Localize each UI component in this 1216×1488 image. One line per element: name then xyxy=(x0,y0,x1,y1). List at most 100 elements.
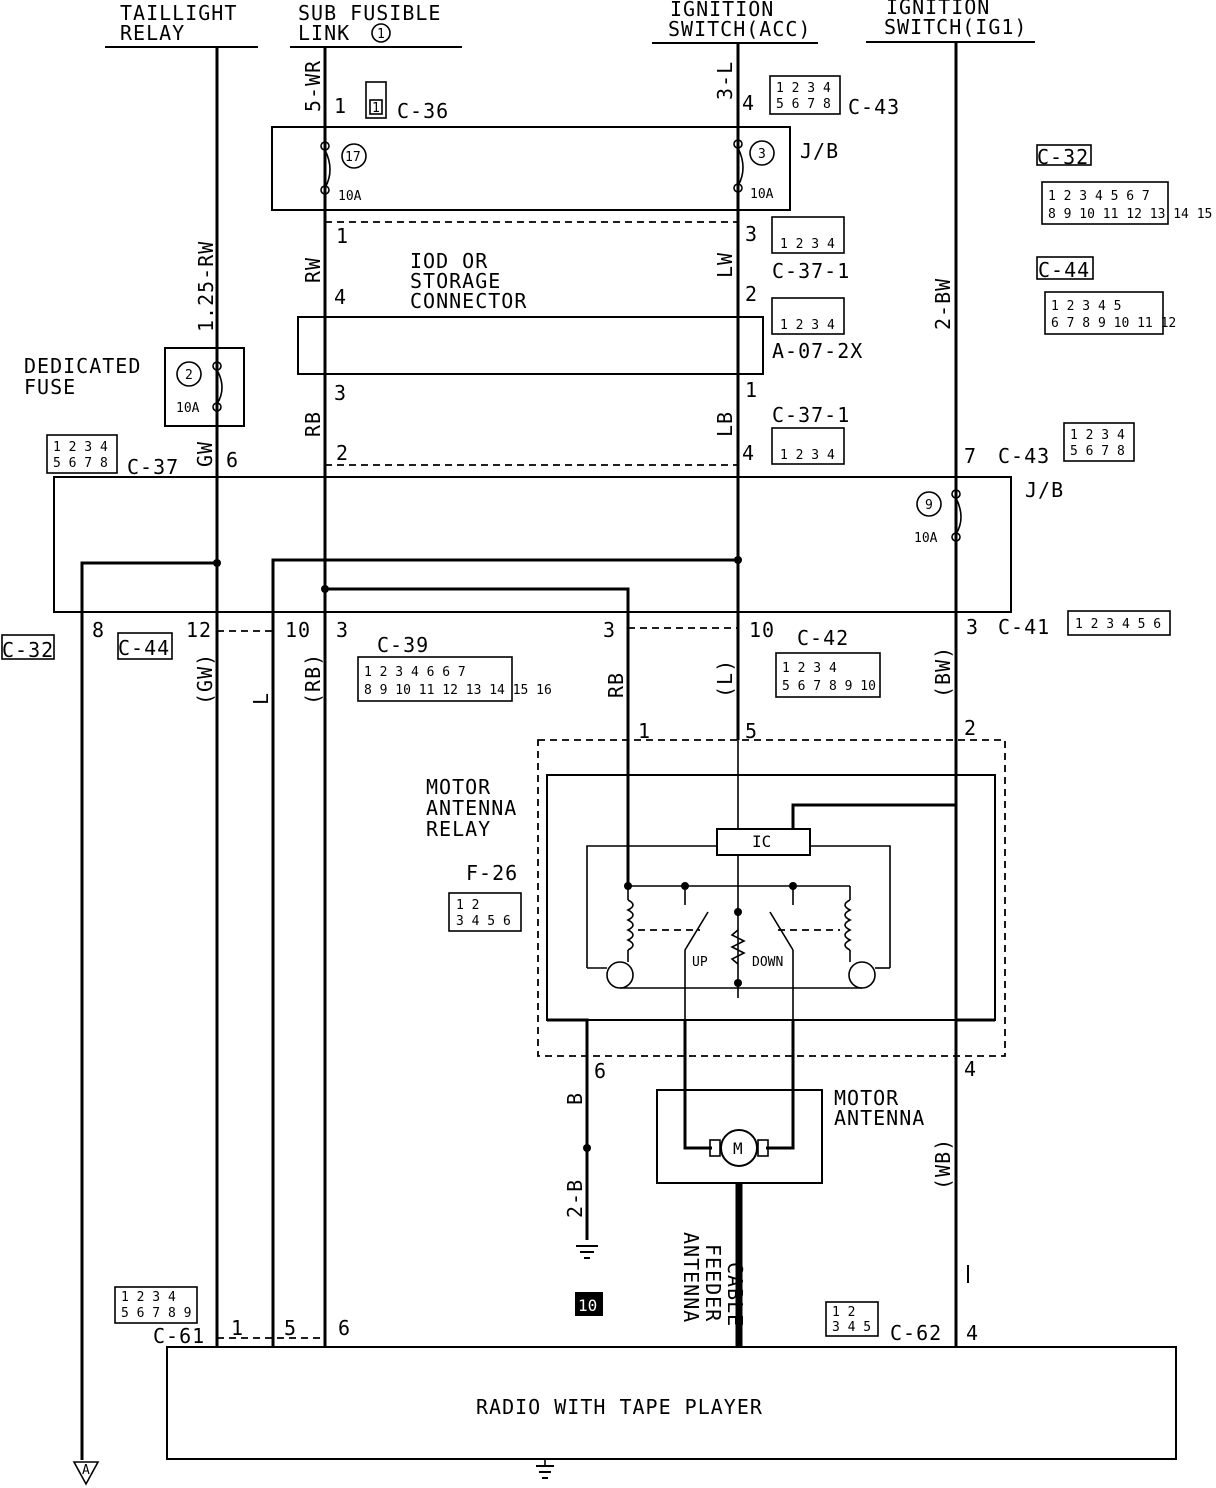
connector-f26: F-26 1 2 3 4 5 6 xyxy=(448,861,522,932)
svg-text:C-62: C-62 xyxy=(890,1321,942,1345)
svg-text:ANTENNA: ANTENNA xyxy=(834,1106,925,1130)
pin-label: 1 xyxy=(336,224,349,248)
jb-bottom-pins: 8 12 10 3 3 10 3 xyxy=(92,615,978,642)
svg-text:6 7 8 9 10 11 12: 6 7 8 9 10 11 12 xyxy=(1051,316,1176,331)
svg-text:4: 4 xyxy=(964,1057,977,1081)
svg-text:RELAY: RELAY xyxy=(426,817,491,841)
connector-a07: 1 2 3 4 A-07-2X xyxy=(771,297,862,363)
svg-text:1 2 3 4: 1 2 3 4 xyxy=(780,448,835,463)
svg-text:1 2 3 4 5 6: 1 2 3 4 5 6 xyxy=(1075,617,1161,632)
svg-text:7: 7 xyxy=(964,444,977,468)
svg-text:1 2 3 4: 1 2 3 4 xyxy=(53,440,108,455)
svg-text:6: 6 xyxy=(226,448,239,472)
svg-text:J/B: J/B xyxy=(1025,478,1064,502)
svg-text:L: L xyxy=(249,692,273,705)
svg-text:5: 5 xyxy=(745,719,758,743)
svg-text:10A: 10A xyxy=(338,189,362,204)
svg-text:3-L: 3-L xyxy=(713,61,737,100)
svg-text:8 9 10 11 12 13 14 15 16: 8 9 10 11 12 13 14 15 16 xyxy=(1048,207,1216,222)
pin-label: 4 xyxy=(742,441,755,465)
connector-c37-1-top: 1 2 3 4 C-37-1 xyxy=(771,216,850,283)
svg-text:DOWN: DOWN xyxy=(752,955,783,970)
svg-text:10A: 10A xyxy=(176,401,200,416)
svg-text:IGNITION: IGNITION xyxy=(670,0,774,21)
svg-text:C-37-1: C-37-1 xyxy=(772,259,850,283)
svg-text:C-42: C-42 xyxy=(797,626,849,650)
svg-text:CABLE: CABLE xyxy=(723,1262,747,1327)
svg-text:RW: RW xyxy=(301,257,325,283)
svg-text:12: 12 xyxy=(186,618,212,642)
connector-c32-right: C-32 1 2 3 4 5 6 7 8 9 10 11 12 13 14 15… xyxy=(1036,144,1216,225)
svg-text:UP: UP xyxy=(692,955,708,970)
wire-l xyxy=(271,558,738,1348)
svg-text:LINK: LINK xyxy=(298,21,350,45)
svg-text:6: 6 xyxy=(594,1059,607,1083)
junction-block-mid: J/B xyxy=(53,476,1064,613)
svg-text:10: 10 xyxy=(285,618,311,642)
svg-text:1 2: 1 2 xyxy=(456,898,479,913)
svg-text:SWITCH(ACC): SWITCH(ACC) xyxy=(668,17,811,41)
svg-text:C-37-1: C-37-1 xyxy=(772,403,850,427)
svg-text:(WB): (WB) xyxy=(931,1138,955,1190)
svg-text:1 2 3 4: 1 2 3 4 xyxy=(776,81,831,96)
connector-c44-left: C-44 xyxy=(117,632,173,660)
svg-text:3: 3 xyxy=(758,147,766,162)
connector-c36: 1 1 C-36 xyxy=(334,81,448,123)
svg-text:ANTENNA: ANTENNA xyxy=(426,796,517,820)
relay-internals: UP DOWN xyxy=(587,882,890,1020)
header-ignition-switch-acc: IGNITION SWITCH(ACC) xyxy=(652,0,818,44)
svg-text:1 2 3 4: 1 2 3 4 xyxy=(780,318,835,333)
svg-text:STORAGE: STORAGE xyxy=(410,269,501,293)
svg-text:2: 2 xyxy=(964,716,977,740)
svg-text:FUSE: FUSE xyxy=(24,375,76,399)
pin-label: 3 xyxy=(745,222,758,246)
svg-text:1 2: 1 2 xyxy=(832,1305,855,1320)
svg-text:1 2 3 4 5 6 7: 1 2 3 4 5 6 7 xyxy=(1048,189,1150,204)
relay-wire xyxy=(810,845,891,968)
connector-c43-mid: 1 2 3 4 5 6 7 8 7 C-43 xyxy=(964,422,1135,468)
svg-text:1: 1 xyxy=(231,1316,244,1340)
fuse-3: 3 10A xyxy=(733,139,775,202)
svg-text:5 6 7 8: 5 6 7 8 xyxy=(776,97,831,112)
svg-text:LW: LW xyxy=(713,252,737,278)
connector-c62: 1 2 3 4 5 C-62 4 xyxy=(825,1301,978,1345)
svg-text:1: 1 xyxy=(334,94,347,118)
header-sub-fusible-link: SUB FUSIBLE LINK 1 xyxy=(290,1,462,48)
motor-antenna: MOTOR ANTENNA M xyxy=(656,1086,925,1184)
radio-with-tape-player: RADIO WITH TAPE PLAYER xyxy=(166,1346,1177,1479)
junction-dot xyxy=(213,559,221,567)
connector-c44-right: C-44 1 2 3 4 5 6 7 8 9 10 11 12 xyxy=(1036,256,1176,335)
connector-c39: C-39 1 2 3 4 6 6 7 8 9 10 11 12 13 14 15… xyxy=(357,633,552,702)
svg-text:1 2 3 4: 1 2 3 4 xyxy=(782,661,837,676)
fuse-17: 17 10A xyxy=(320,141,367,204)
connector-c37: 1 2 3 4 5 6 7 8 C-37 6 xyxy=(46,434,239,479)
svg-text:C-43: C-43 xyxy=(848,95,900,119)
connector-c42: C-42 1 2 3 4 5 6 7 8 9 10 xyxy=(775,626,881,698)
svg-text:8: 8 xyxy=(92,618,105,642)
svg-text:M: M xyxy=(733,1139,743,1158)
svg-text:1: 1 xyxy=(372,101,380,116)
svg-text:F-26: F-26 xyxy=(466,861,518,885)
svg-text:C-61: C-61 xyxy=(153,1324,205,1348)
svg-text:DEDICATED: DEDICATED xyxy=(24,354,141,378)
svg-text:10: 10 xyxy=(578,1296,597,1315)
svg-text:MOTOR: MOTOR xyxy=(834,1086,899,1110)
svg-text:MOTOR: MOTOR xyxy=(426,775,491,799)
svg-text:J/B: J/B xyxy=(800,139,839,163)
svg-text:LB: LB xyxy=(713,411,737,437)
svg-text:SWITCH(IG1): SWITCH(IG1) xyxy=(884,15,1027,39)
svg-text:(GW): (GW) xyxy=(193,653,217,705)
svg-text:GW: GW xyxy=(193,441,217,467)
svg-text:17: 17 xyxy=(345,150,361,165)
dedicated-fuse: DEDICATED FUSE 2 10A xyxy=(24,347,245,427)
svg-text:5 6 7 8 9: 5 6 7 8 9 xyxy=(121,1306,191,1321)
header-taillight-relay: TAILLIGHT RELAY xyxy=(105,1,258,48)
svg-text:C-39: C-39 xyxy=(377,633,429,657)
svg-text:4: 4 xyxy=(334,285,347,309)
svg-text:C-37: C-37 xyxy=(127,455,179,479)
pin-label: 2 xyxy=(336,441,349,465)
svg-text:IC: IC xyxy=(752,832,771,851)
svg-text:1 2 3 4: 1 2 3 4 xyxy=(1070,428,1125,443)
svg-text:10A: 10A xyxy=(914,531,938,546)
svg-text:1: 1 xyxy=(377,27,385,42)
